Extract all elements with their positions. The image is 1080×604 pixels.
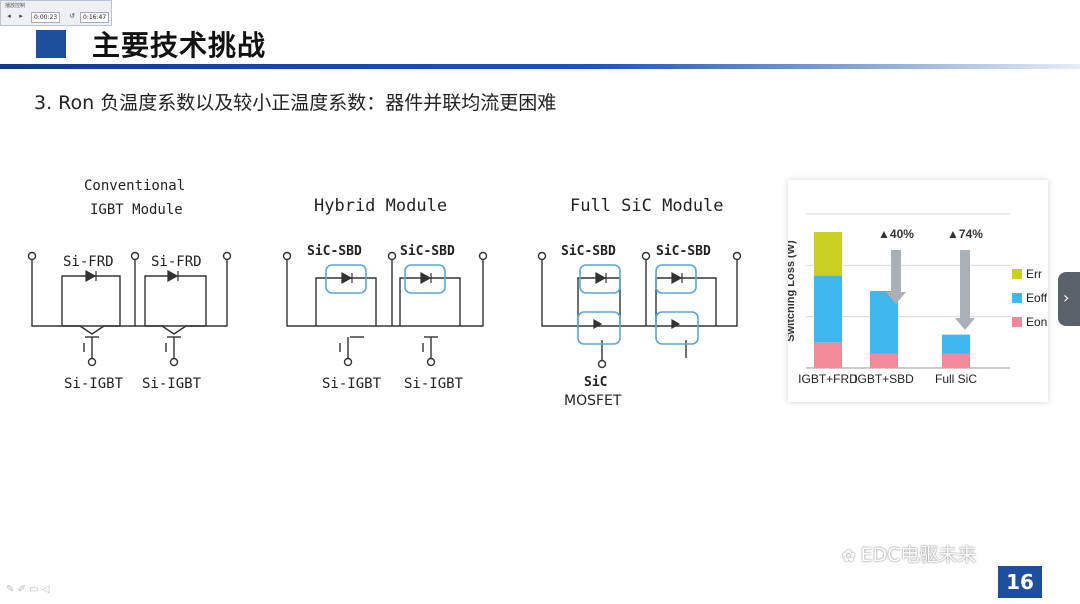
bar-eoff — [870, 291, 898, 354]
full-sic-switch-label-line2: MOSFET — [564, 393, 622, 409]
hybrid-diode-left-label: SiC-SBD — [307, 244, 362, 259]
bar-eon — [942, 353, 970, 368]
legend-swatch-err — [1012, 269, 1022, 279]
reduction-annotation: ▲40% — [878, 227, 914, 241]
next-slide-tab[interactable]: › — [1058, 272, 1080, 326]
total-time-field: 0:16:47 — [80, 12, 110, 23]
legend-swatch-eon — [1012, 317, 1022, 327]
full-sic-switch-label-line1: SiC — [584, 375, 608, 390]
reduction-arrow — [886, 250, 906, 304]
prev-icon[interactable]: ◂ — [7, 12, 11, 20]
reduction-arrow — [955, 250, 975, 330]
full-sic-diode-right-label: SiC-SBD — [656, 244, 711, 259]
hybrid-circuit — [282, 251, 488, 367]
category-label: IGBT+FRD — [798, 372, 858, 386]
watermark: ✿ EDC电驱未来 — [842, 540, 976, 567]
legend-label-eon: Eon — [1026, 315, 1047, 329]
hybrid-title: Hybrid Module — [314, 196, 448, 216]
menu-icon[interactable]: ▭ — [29, 584, 39, 595]
wechat-icon: ✿ — [842, 546, 861, 565]
hybrid-switch-left-label: Si-IGBT — [322, 376, 382, 392]
replay-icon[interactable]: ↺ — [69, 12, 75, 20]
category-label: IGBT+SBD — [854, 372, 914, 386]
conventional-diode-left-label: Si-FRD — [63, 254, 114, 270]
hybrid-switch-right-label: Si-IGBT — [404, 376, 464, 392]
title-divider — [0, 64, 1080, 69]
conventional-diode-right-label: Si-FRD — [151, 254, 202, 270]
full-sic-diode-left-label: SiC-SBD — [561, 244, 616, 259]
full-sic-title: Full SiC Module — [570, 196, 724, 216]
chevron-right-icon: › — [1063, 288, 1070, 307]
reduction-annotation: ▲74% — [947, 227, 983, 241]
pen-icon[interactable]: ✎ — [6, 584, 15, 595]
bar-eon — [814, 342, 842, 368]
bar-err — [814, 231, 842, 276]
next-icon[interactable]: ▸ — [19, 12, 23, 20]
legend-swatch-eoff — [1012, 293, 1022, 303]
page-title: 主要技术挑战 — [92, 29, 267, 62]
bar-eoff — [814, 275, 842, 343]
hybrid-diode-right-label: SiC-SBD — [400, 244, 455, 259]
player-title: 播放控制 — [5, 3, 26, 9]
full-sic-circuit — [537, 251, 742, 369]
page-number: 16 — [998, 566, 1042, 598]
player-control: 播放控制 ◂ ▸ 0:00:23 ↺ 0:16:47 — [0, 0, 112, 26]
sound-icon[interactable]: ◁ — [41, 584, 50, 595]
slide-subtitle: 3. Ron 负温度系数以及较小正温度系数：器件并联均流更困难 — [34, 92, 557, 114]
highlighter-icon[interactable]: ✐ — [17, 584, 26, 595]
conventional-circuit — [27, 251, 232, 367]
conventional-switch-right-label: Si-IGBT — [142, 376, 202, 392]
annotation-toolbar: ✎ ✐ ▭ ◁ — [6, 584, 50, 595]
bar-eon — [870, 353, 898, 368]
legend-label-err: Err — [1026, 267, 1042, 281]
watermark-text: EDC电驱未来 — [860, 544, 977, 566]
y-axis-label: Switching Loss (W) — [788, 240, 797, 342]
category-label: Full SiC — [935, 372, 977, 386]
conventional-title-line2: IGBT Module — [90, 202, 183, 218]
current-time-field[interactable]: 0:00:23 — [31, 12, 61, 23]
title-accent-square — [36, 30, 66, 58]
legend-label-eoff: Eoff — [1026, 291, 1048, 305]
conventional-title-line1: Conventional — [84, 178, 186, 194]
bar-eoff — [942, 334, 970, 354]
conventional-switch-left-label: Si-IGBT — [64, 376, 124, 392]
